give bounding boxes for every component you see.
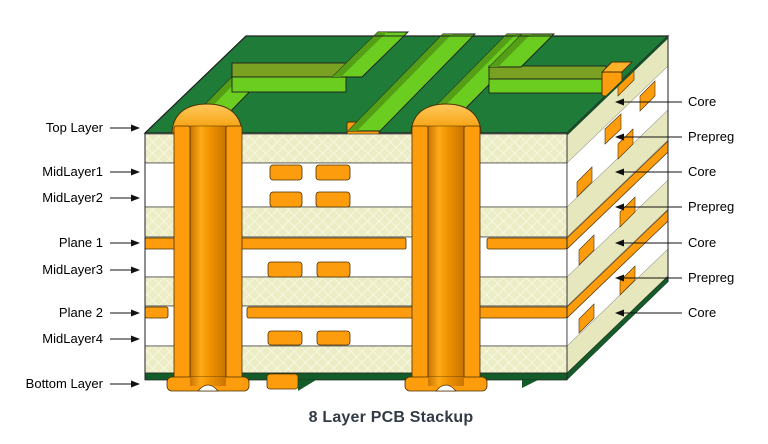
label-top-layer: Top Layer [45, 120, 103, 135]
label-midlayer3: MidLayer3 [42, 262, 103, 277]
side-bottom-edge [567, 275, 668, 380]
label-core-1: Core [688, 94, 717, 109]
label-bottom-layer: Bottom Layer [25, 376, 103, 391]
right-arrows [615, 98, 682, 317]
label-midlayer4: MidLayer4 [42, 331, 103, 346]
bottom-copper-wedges [298, 380, 538, 391]
label-plane-2: Plane 2 [58, 305, 103, 320]
diagram-caption: 8 Layer PCB Stackup [308, 409, 474, 426]
label-midlayer2: MidLayer2 [42, 190, 103, 205]
via-2 [404, 125, 488, 392]
left-arrows [110, 124, 140, 388]
trace-branch-bar [487, 33, 634, 97]
side-plane-2 [567, 209, 668, 319]
label-core-3: Core [688, 235, 717, 250]
via-1 [166, 125, 250, 392]
label-prepreg-1: Prepreg [688, 129, 735, 144]
side-plane-1 [567, 140, 668, 250]
label-midlayer1: MidLayer1 [42, 164, 103, 179]
midlayer-pads [266, 164, 351, 390]
label-core-4: Core [688, 305, 717, 320]
board-outline [144, 35, 669, 380]
label-prepreg-3: Prepreg [688, 270, 735, 285]
top-traces [188, 31, 634, 141]
label-core-2: Core [688, 164, 717, 179]
label-plane-1: Plane 1 [58, 235, 103, 250]
label-prepreg-2: Prepreg [688, 199, 735, 214]
